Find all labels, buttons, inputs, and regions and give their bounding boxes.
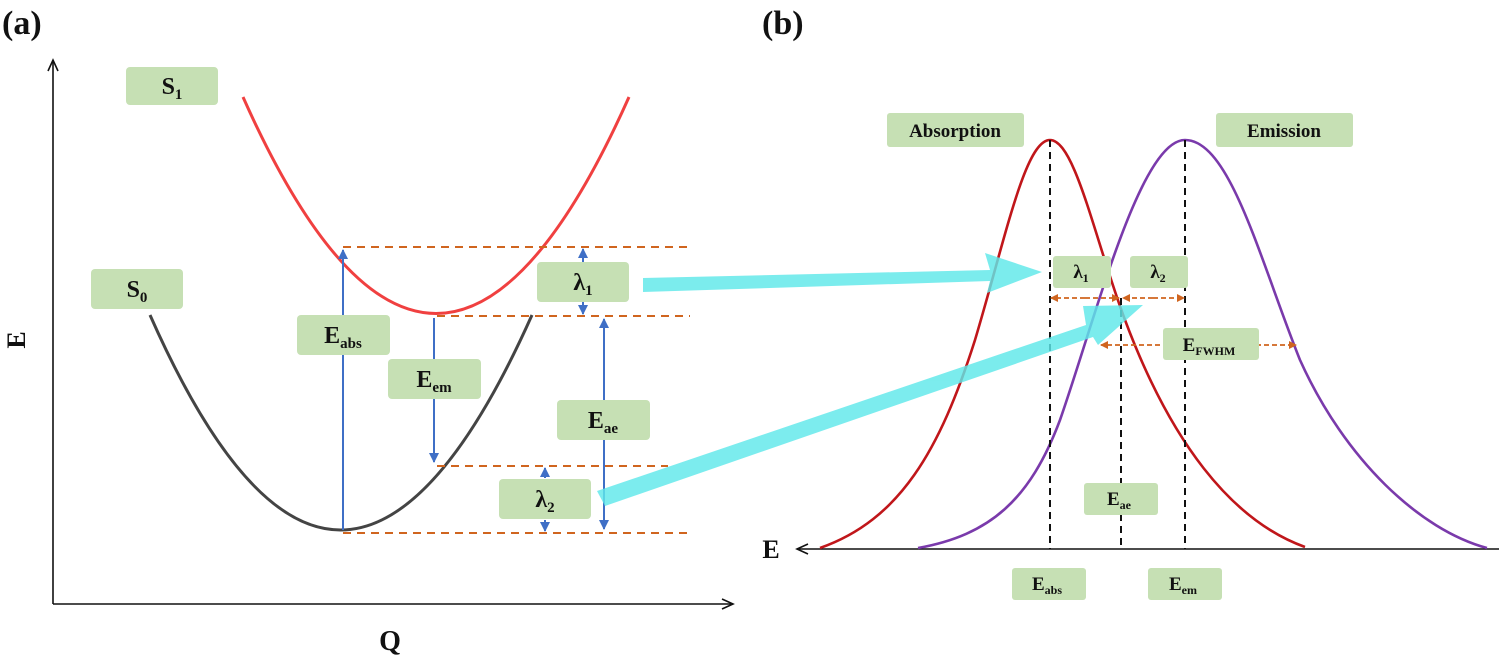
e-em-label: Eem — [388, 359, 481, 399]
lambda2-label-b: λ2 — [1130, 256, 1188, 288]
lambda2-connector-arrow — [597, 305, 1143, 506]
svg-text:λ2: λ2 — [1150, 262, 1165, 285]
svg-text:Eem: Eem — [416, 367, 452, 396]
lambda1-label-a: λ1 — [537, 262, 629, 302]
e-abs-label-b: Eabs — [1012, 568, 1086, 600]
lambda1-label-b: λ1 — [1053, 256, 1111, 288]
energy-level-lines — [343, 246, 690, 534]
svg-text:S1: S1 — [162, 74, 183, 103]
panel-a-axes — [47, 58, 735, 610]
e-abs-label: Eabs — [297, 315, 390, 355]
e-fwhm-label: EFWHM — [1163, 328, 1259, 360]
panel-a-x-axis-label: Q — [379, 626, 401, 657]
svg-text:EFWHM: EFWHM — [1183, 335, 1236, 358]
svg-text:Absorption: Absorption — [909, 121, 1001, 142]
svg-text:Emission: Emission — [1247, 121, 1321, 142]
svg-text:Eae: Eae — [1107, 489, 1132, 512]
panel-b-tag: (b) — [762, 5, 804, 42]
svg-text:λ1: λ1 — [1073, 262, 1088, 285]
svg-text:λ1: λ1 — [573, 270, 592, 299]
svg-text:Eabs: Eabs — [1032, 574, 1062, 597]
svg-text:Eae: Eae — [588, 408, 619, 437]
svg-text:S0: S0 — [127, 277, 148, 306]
connector-arrows — [597, 253, 1143, 506]
panel-a-tag: (a) — [2, 5, 42, 42]
panel-b-axis-label: E — [762, 535, 779, 564]
s1-label: S1 — [126, 67, 218, 105]
svg-text:λ2: λ2 — [535, 487, 554, 516]
emission-label: Emission — [1216, 113, 1353, 147]
absorption-label: Absorption — [887, 113, 1024, 147]
svg-text:Eem: Eem — [1169, 574, 1197, 597]
s1-curve — [241, 96, 631, 315]
e-ae-label: Eae — [557, 400, 650, 440]
s0-curve — [148, 314, 534, 532]
e-em-label-b: Eem — [1148, 568, 1222, 600]
panel-a-y-axis-label: E — [2, 331, 31, 348]
lambda2-label-a: λ2 — [499, 479, 591, 519]
s0-label: S0 — [91, 269, 183, 309]
e-ae-label-b: Eae — [1084, 483, 1158, 515]
svg-text:Eabs: Eabs — [324, 323, 362, 352]
lambda1-connector-arrow — [643, 253, 1042, 293]
